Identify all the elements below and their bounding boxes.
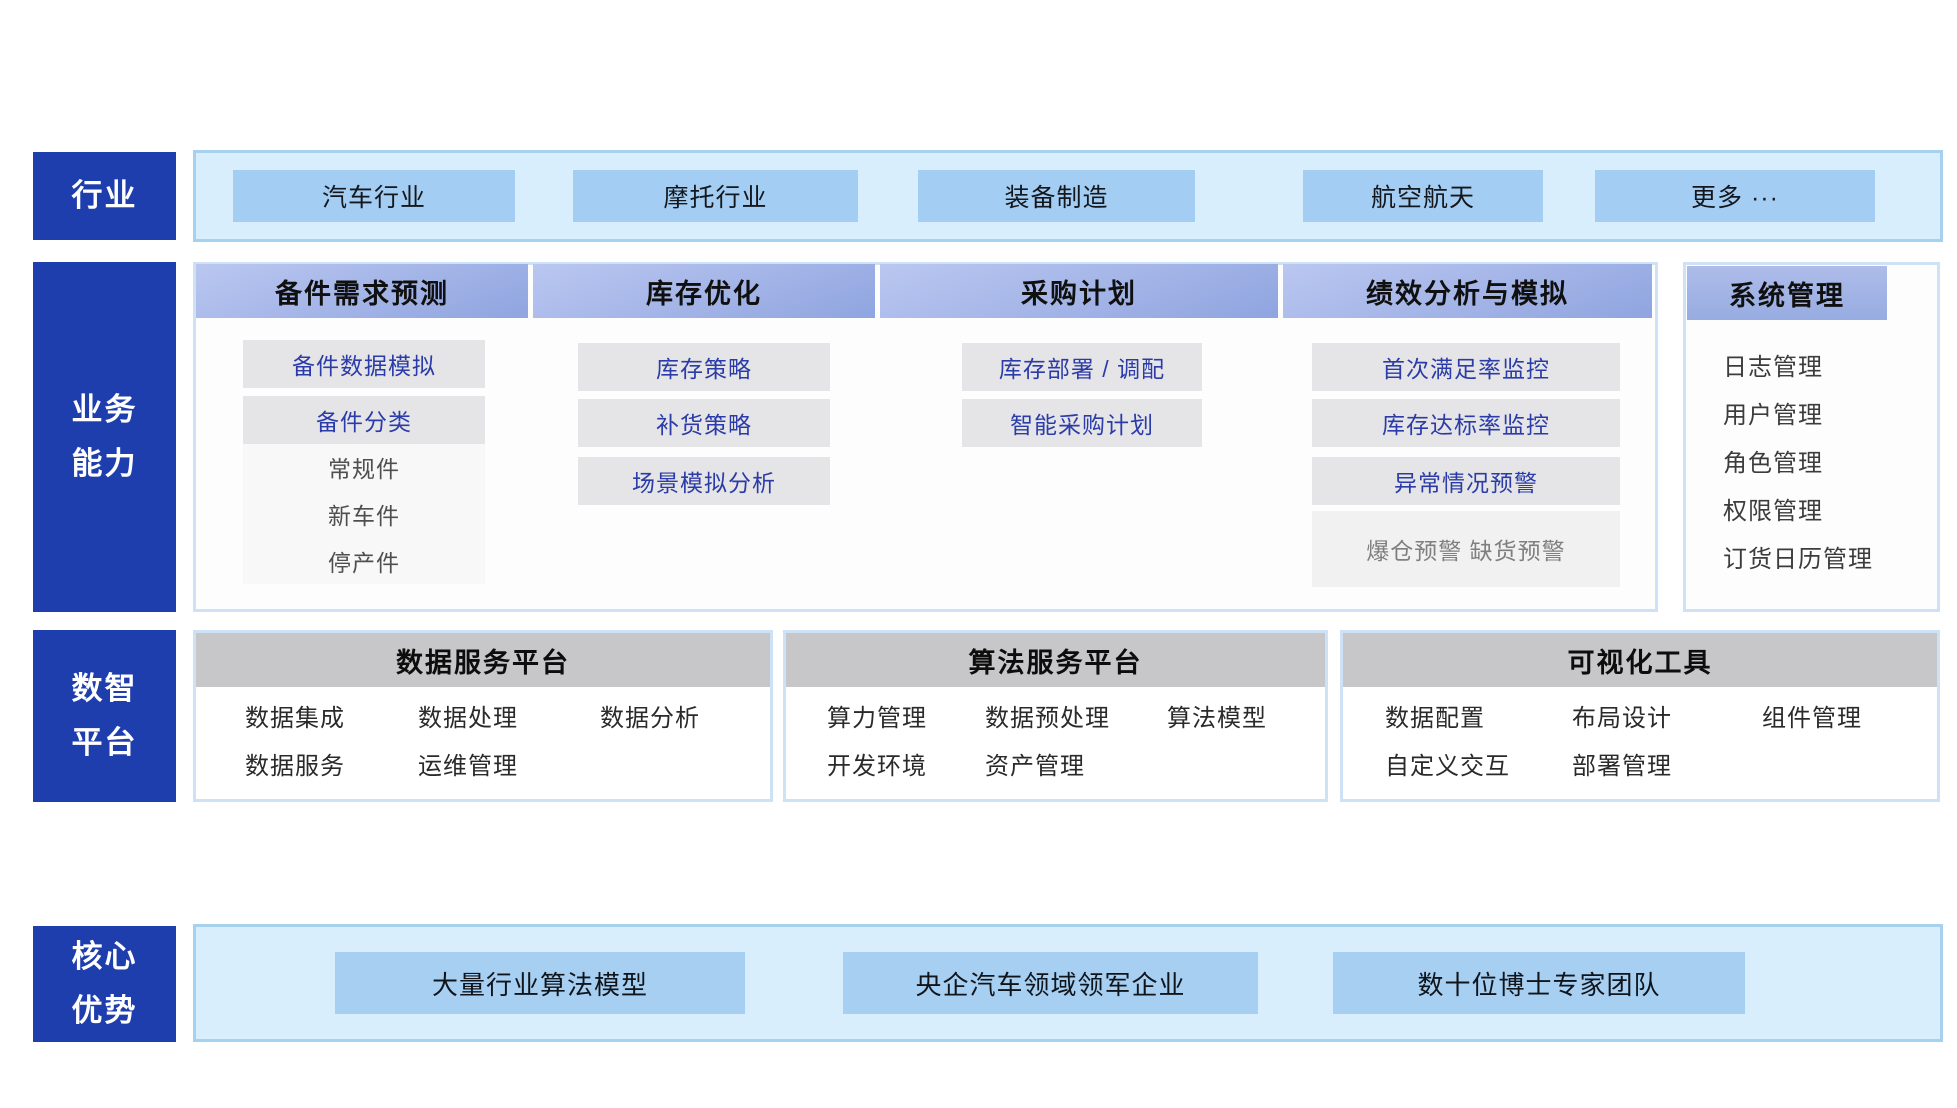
platform-item-compute-management: 算力管理 — [827, 704, 927, 732]
algorithm-service-platform-panel: 算法服务平台 — [783, 630, 1328, 802]
capability-item-inventory-strategy[interactable]: 库存策略 — [578, 343, 830, 391]
capability-item-replenishment-strategy[interactable]: 补货策略 — [578, 399, 830, 447]
platform-item-algorithm-model: 算法模型 — [1167, 704, 1267, 732]
capability-item-abnormal-alert[interactable]: 异常情况预警 — [1312, 457, 1620, 505]
platform-item-asset-management: 资产管理 — [985, 752, 1085, 780]
system-item-permission-management: 权限管理 — [1723, 497, 1823, 525]
subitem-new-vehicle-parts: 新车件 — [328, 503, 400, 529]
column-header-demand-forecast: 备件需求预测 — [196, 264, 528, 318]
system-item-role-management: 角色管理 — [1723, 449, 1823, 477]
platform-item-data-preprocessing: 数据预处理 — [985, 704, 1110, 732]
platform-item-layout-design: 布局设计 — [1572, 704, 1672, 732]
capability-item-scenario-simulation[interactable]: 场景模拟分析 — [578, 457, 830, 505]
sidebar-label-core-advantage: 核心 优势 — [33, 926, 176, 1042]
platform-item-deployment-management: 部署管理 — [1572, 752, 1672, 780]
platform-item-custom-interaction: 自定义交互 — [1385, 752, 1510, 780]
platform-item-data-service: 数据服务 — [245, 752, 345, 780]
panel-header-data-service: 数据服务平台 — [196, 633, 770, 687]
platform-item-ops-management: 运维管理 — [418, 752, 518, 780]
platform-item-data-analysis: 数据分析 — [600, 704, 700, 732]
panel-header-algorithm-service: 算法服务平台 — [786, 633, 1325, 687]
column-header-inventory-optimization: 库存优化 — [533, 264, 875, 318]
capability-item-inventory-target-rate[interactable]: 库存达标率监控 — [1312, 399, 1620, 447]
system-management-panel — [1683, 262, 1940, 612]
capability-item-spare-classification[interactable]: 备件分类 — [243, 396, 485, 444]
platform-item-data-integration: 数据集成 — [245, 704, 345, 732]
system-item-user-management: 用户管理 — [1723, 401, 1823, 429]
capability-item-spare-data-simulation[interactable]: 备件数据模拟 — [243, 340, 485, 388]
sidebar-label-industry: 行业 — [33, 152, 176, 240]
platform-item-data-config: 数据配置 — [1385, 704, 1485, 732]
industry-chip-automotive[interactable]: 汽车行业 — [233, 170, 515, 222]
panel-header-visualization-tools: 可视化工具 — [1343, 633, 1937, 687]
subitem-regular-parts: 常规件 — [328, 456, 400, 483]
platform-item-data-processing: 数据处理 — [418, 704, 518, 732]
system-item-log-management: 日志管理 — [1723, 353, 1823, 381]
sidebar-label-business-capability: 业务 能力 — [33, 262, 176, 612]
advantage-chip-leading-enterprise[interactable]: 央企汽车领域领军企业 — [843, 952, 1258, 1014]
advantage-chip-algorithm-models[interactable]: 大量行业算法模型 — [335, 952, 745, 1014]
industry-chip-equipment[interactable]: 装备制造 — [918, 170, 1195, 222]
subitem-discontinued-parts: 停产件 — [328, 549, 400, 576]
capability-item-inventory-deployment[interactable]: 库存部署 / 调配 — [962, 343, 1202, 391]
industry-chip-more[interactable]: 更多 ··· — [1595, 170, 1875, 222]
capability-item-smart-procurement[interactable]: 智能采购计划 — [962, 399, 1202, 447]
capability-item-first-fill-rate[interactable]: 首次满足率监控 — [1312, 343, 1620, 391]
data-service-platform-panel: 数据服务平台 — [193, 630, 773, 802]
capability-item-overflow-shortage-alert: 爆仓预警 缺货预警 — [1312, 511, 1620, 587]
industry-chip-aerospace[interactable]: 航空航天 — [1303, 170, 1543, 222]
platform-item-dev-environment: 开发环境 — [827, 752, 927, 780]
platform-item-component-management: 组件管理 — [1762, 704, 1862, 732]
column-header-performance-analysis: 绩效分析与模拟 — [1283, 264, 1652, 318]
industry-chip-motorcycle[interactable]: 摩托行业 — [573, 170, 858, 222]
column-header-procurement-plan: 采购计划 — [880, 264, 1278, 318]
spare-classification-sublist: 常规件 新车件 停产件 — [243, 444, 485, 584]
advantage-chip-phd-team[interactable]: 数十位博士专家团队 — [1333, 952, 1745, 1014]
system-item-order-calendar-management: 订货日历管理 — [1723, 545, 1873, 573]
visualization-tools-panel: 可视化工具 — [1340, 630, 1940, 802]
sidebar-label-digital-platform: 数智 平台 — [33, 630, 176, 802]
column-header-system-management: 系统管理 — [1687, 266, 1887, 320]
